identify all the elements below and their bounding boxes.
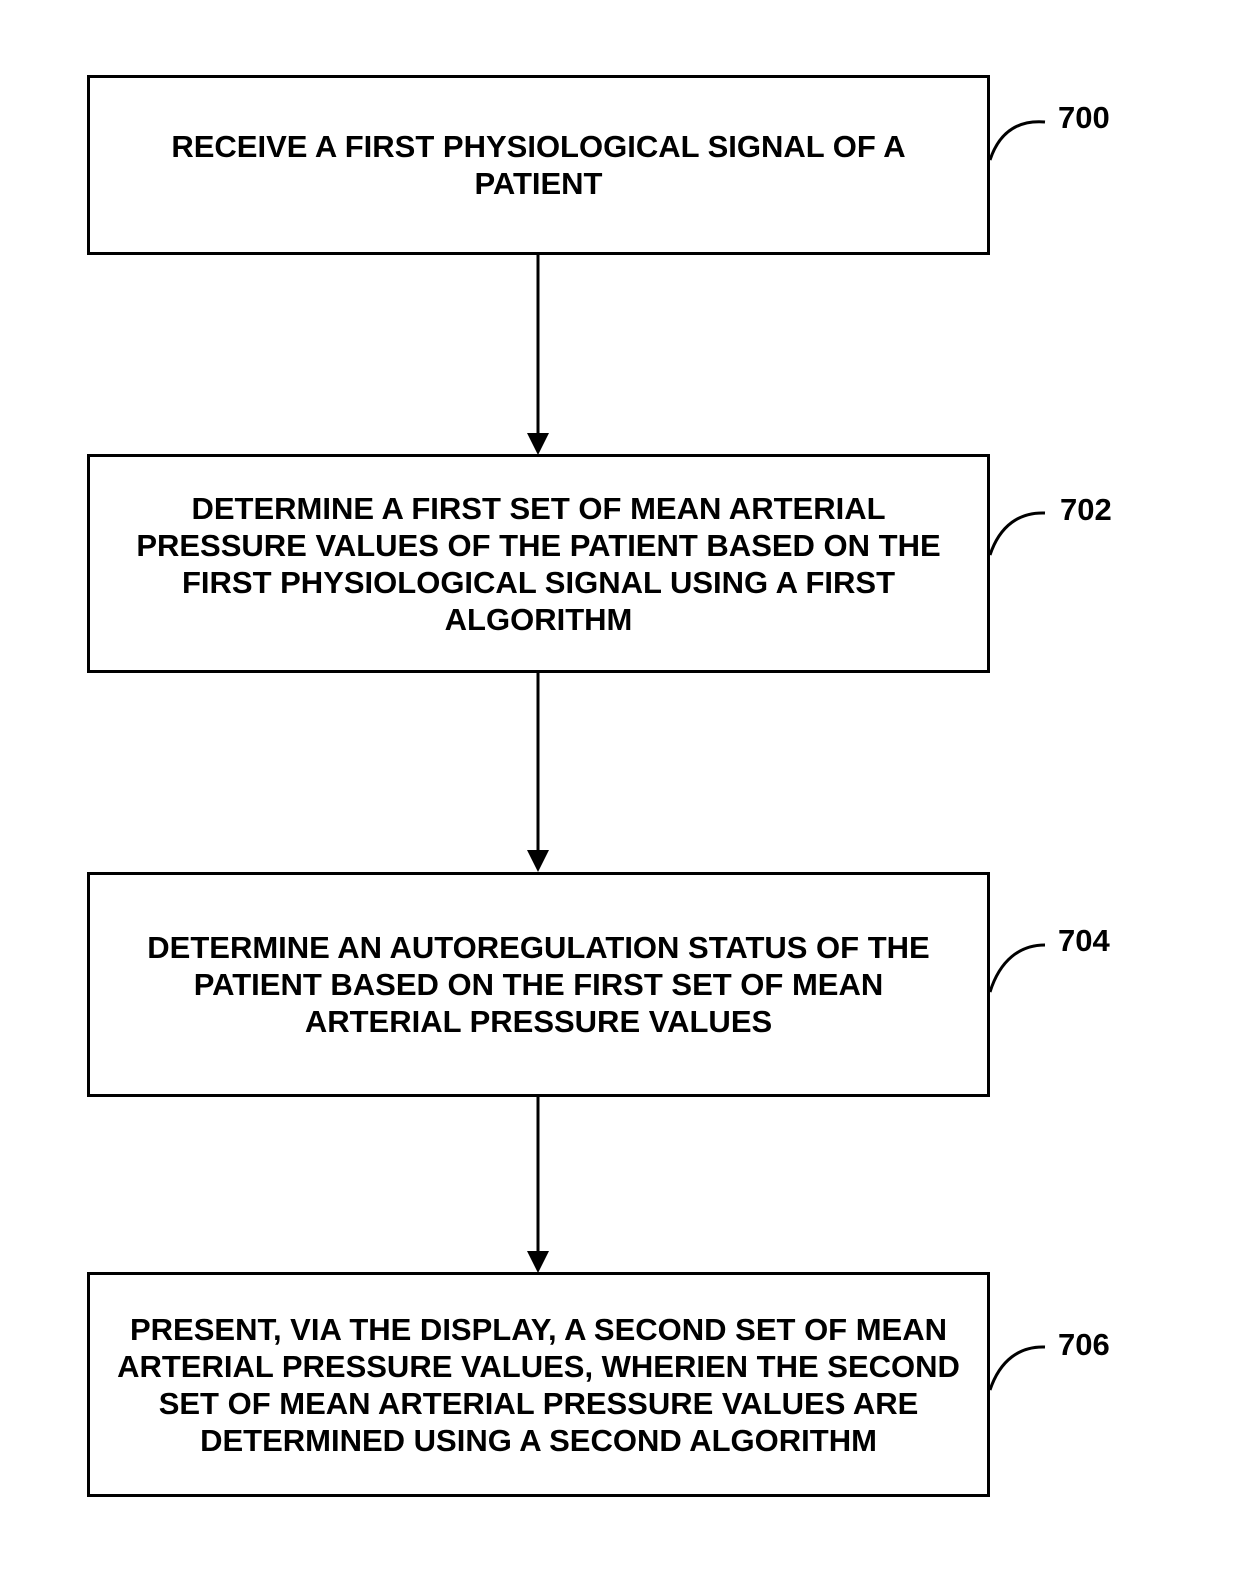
ref-label-706: 706 — [1058, 1329, 1110, 1360]
step-box-704: DETERMINE AN AUTOREGULATION STATUS OF TH… — [87, 872, 990, 1097]
step-text-706: PRESENT, VIA THE DISPLAY, A SECOND SET O… — [90, 1311, 987, 1459]
step-box-702: DETERMINE A FIRST SET OF MEAN ARTERIAL P… — [87, 454, 990, 673]
step-text-702: DETERMINE A FIRST SET OF MEAN ARTERIAL P… — [90, 490, 987, 638]
leader-line-706 — [990, 1347, 1045, 1390]
leader-line-702 — [990, 513, 1045, 555]
arrow-700-to-702 — [527, 254, 549, 455]
ref-label-700: 700 — [1058, 102, 1110, 133]
ref-label-702: 702 — [1060, 494, 1112, 525]
leader-line-704 — [990, 945, 1045, 992]
ref-label-704: 704 — [1058, 925, 1110, 956]
arrow-704-to-706 — [527, 1096, 549, 1273]
step-text-704: DETERMINE AN AUTOREGULATION STATUS OF TH… — [90, 929, 987, 1040]
step-text-700: RECEIVE A FIRST PHYSIOLOGICAL SIGNAL OF … — [90, 128, 987, 202]
step-box-706: PRESENT, VIA THE DISPLAY, A SECOND SET O… — [87, 1272, 990, 1497]
step-box-700: RECEIVE A FIRST PHYSIOLOGICAL SIGNAL OF … — [87, 75, 990, 255]
arrow-702-to-704 — [527, 672, 549, 872]
leader-line-700 — [990, 122, 1045, 160]
